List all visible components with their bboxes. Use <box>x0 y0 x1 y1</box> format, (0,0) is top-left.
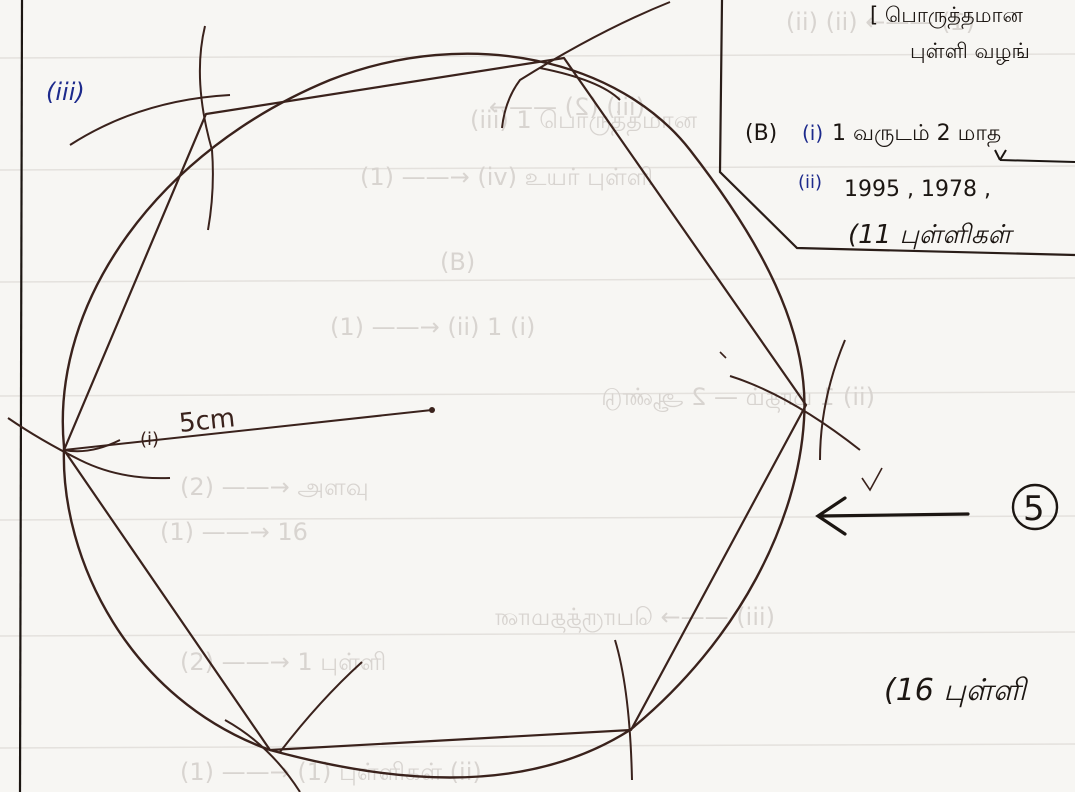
ghost-line: (2) ——→ அளவு <box>180 473 369 501</box>
radius-line <box>63 409 433 451</box>
score-value: 5 <box>1023 489 1045 529</box>
ghost-line: (iii) ——→ பொருத்தமான <box>494 603 775 633</box>
bleed-through-text: (1) ——→ (ii) (ii) (iii) (2) ——→ (iii) 1 … <box>160 8 975 786</box>
radius-step-marker: (i) <box>140 429 159 450</box>
ruled-lines <box>0 53 1075 749</box>
ghost-line: (ii) 1 மாதம் — 2 ஆண்டு <box>601 383 875 413</box>
part-b-ii-answer: 1995 , 1978 , <box>844 177 991 202</box>
part-b-i-marker: (i) <box>802 121 823 145</box>
ghost-line: (1) ——→ (ii) 1 (i) <box>330 313 535 341</box>
question-number: (iii) <box>46 78 85 106</box>
part-b-i-answer: 1 வருடம் 2 மாத <box>832 121 1001 147</box>
ghost-line: (1) ——→ (ii) (ii) <box>786 8 975 36</box>
part-b-i-arrow <box>994 149 1075 163</box>
ghost-line: (iii) 1 பொருத்தமான <box>470 106 698 136</box>
ghost-line: (B) <box>440 248 475 276</box>
compass-arcs <box>7 1 861 792</box>
tick-marks <box>719 351 883 492</box>
ghost-line: (1) ——→ 16 <box>160 518 308 546</box>
score-arrow <box>815 496 970 536</box>
score-circle <box>1011 483 1059 531</box>
tamil-note-line-1: [ பொருத்தமான <box>870 3 1024 29</box>
radius-label: 5cm <box>178 403 237 439</box>
part-b-label: (B) <box>745 121 777 146</box>
ghost-line: (1) ——→ (1) புள்ளிகள் (ii) <box>180 758 482 786</box>
part-b-ii-marker: (ii) <box>798 172 822 193</box>
margin-line <box>18 0 24 792</box>
centre-point <box>429 407 435 413</box>
inscribed-hexagon <box>62 56 808 752</box>
eleven-points-note: (11 புள்ளிகள் <box>848 220 1015 250</box>
tamil-note-line-2: புள்ளி வழங் <box>910 39 1030 65</box>
ghost-line: (1) ——→ (iv) உயர் புள்ளி <box>360 163 653 191</box>
ghost-line: (2) ——→ 1 புள்ளி <box>180 648 386 676</box>
answer-box-bracket <box>718 0 1075 257</box>
sixteen-points-note: (16 புள்ளி <box>884 673 1029 708</box>
